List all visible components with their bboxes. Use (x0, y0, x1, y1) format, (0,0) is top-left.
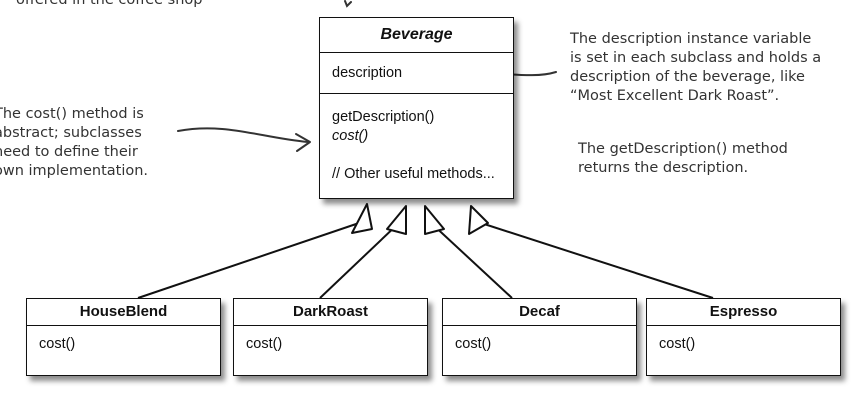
right-note-getdescription: The getDescription() method returns the … (578, 140, 788, 178)
class-methods: getDescription() cost() // Other useful … (320, 94, 513, 184)
pointer-arrow-left (177, 127, 309, 143)
class-name: Beverage (320, 18, 513, 53)
inheritance-arrowhead (468, 205, 489, 235)
right-note-line: is set in each subclass and holds a (570, 50, 822, 66)
class-name: DarkRoast (234, 299, 427, 326)
right-note-line: “Most Excellent Dark Roast”. (570, 88, 780, 104)
class-method: cost() (455, 336, 492, 352)
class-method: cost() (659, 336, 696, 352)
left-note-line: own implementation. (0, 163, 149, 179)
beverage-class-box: Beverage description getDescription() co… (319, 17, 514, 199)
inheritance-arrowhead (351, 203, 373, 234)
inheritance-line-darkroast (319, 221, 401, 299)
inheritance-line-decaf (429, 221, 513, 299)
inheritance-line-espresso (477, 221, 714, 299)
method-getdescription: getDescription() (332, 109, 435, 125)
pointer-arrowhead-icon (295, 133, 311, 152)
decaf-class-box: Decaf cost() (442, 298, 637, 376)
method-other: // Other useful methods... (332, 166, 495, 182)
class-method: cost() (246, 336, 283, 352)
class-name: Espresso (647, 299, 840, 326)
right-note-line: description of the beverage, like (570, 69, 805, 85)
right-note-line: The getDescription() method (578, 141, 788, 157)
darkroast-class-box: DarkRoast cost() (233, 298, 428, 376)
class-name: HouseBlend (27, 299, 220, 326)
inheritance-line-houseblend (137, 221, 363, 299)
class-name: Decaf (443, 299, 636, 326)
left-note-line: abstract; subclasses (0, 125, 142, 141)
inheritance-arrowhead (386, 205, 407, 235)
houseblend-class-box: HouseBlend cost() (26, 298, 221, 376)
left-note-line: The cost() method is (0, 106, 144, 122)
left-note-line: need to define their (0, 144, 138, 160)
method-spacer (332, 146, 513, 165)
right-note-description: The description instance variable is set… (570, 30, 821, 106)
inheritance-arrowhead (424, 205, 445, 235)
class-attribute: description (320, 53, 513, 94)
top-note-fragment: offered in the coffee shop (16, 0, 203, 8)
espresso-class-box: Espresso cost() (646, 298, 841, 376)
class-method: cost() (39, 336, 76, 352)
left-note: The cost() method is abstract; subclasse… (0, 105, 148, 181)
right-note-line: The description instance variable (570, 31, 812, 47)
method-cost: cost() (332, 128, 369, 144)
right-note-line: returns the description. (578, 160, 749, 176)
small-arrow-icon (344, 0, 352, 8)
